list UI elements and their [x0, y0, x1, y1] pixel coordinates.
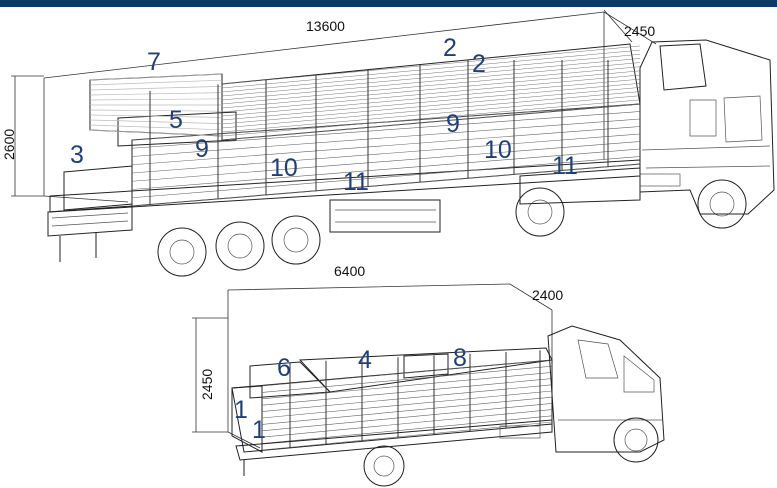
dimension-labels: 13600 2450 2600 6400 2400 2450: [1, 18, 655, 400]
truck-height-label: 2450: [199, 369, 215, 400]
wheel: [697, 179, 747, 229]
semitrailer-width-label: 2450: [624, 23, 655, 39]
cargo-label: 11: [343, 168, 369, 196]
truck-figure: [192, 283, 665, 487]
semitrailer-dimension-frame: [11, 9, 657, 203]
wheel: [215, 221, 265, 271]
cargo-label: 3: [70, 141, 84, 169]
semitrailer-panel-lines: [89, 45, 641, 207]
truck-panel-lines: [261, 359, 553, 451]
cargo-number-labels: 7 2 2 5 3 9 10 11 9 10 11 6 4 8 1 1: [70, 34, 578, 444]
cargo-label: 8: [453, 344, 467, 372]
truck-width-label: 2400: [532, 287, 563, 303]
cargo-label: 10: [484, 136, 512, 164]
tractor-cab: [519, 39, 775, 215]
cargo-label: 7: [147, 48, 161, 76]
truck-length-label: 6400: [334, 263, 365, 279]
semitrailer-length-label: 13600: [306, 18, 345, 34]
cargo-label: 9: [446, 110, 460, 138]
truck-wheels: [363, 417, 659, 487]
cargo-label: 9: [195, 135, 209, 163]
wheel: [363, 445, 405, 487]
cargo-label: 6: [277, 354, 291, 382]
cargo-label: 1: [252, 416, 266, 444]
truck-strap-lines: [289, 350, 541, 448]
cargo-label: 5: [169, 106, 183, 134]
truck-dimension-frame: [192, 283, 553, 449]
cargo-label: 1: [234, 396, 248, 424]
semitrailer-wheels: [157, 179, 747, 277]
cargo-label: 2: [472, 50, 486, 78]
wheel: [157, 227, 207, 277]
semitrailer-figure: [11, 9, 775, 277]
top-bar: [0, 0, 777, 7]
cargo-label: 2: [443, 34, 457, 62]
semitrailer-height-label: 2600: [1, 129, 17, 160]
truck-deck: [235, 419, 553, 476]
cargo-label: 11: [552, 152, 578, 180]
wheel: [613, 417, 659, 463]
truck-cab: [499, 325, 665, 453]
cargo-label: 10: [270, 154, 298, 182]
wheel: [271, 215, 321, 265]
wheel: [515, 187, 565, 237]
semitrailer-strap-lines: [149, 60, 609, 205]
cargo-label: 4: [358, 346, 372, 374]
